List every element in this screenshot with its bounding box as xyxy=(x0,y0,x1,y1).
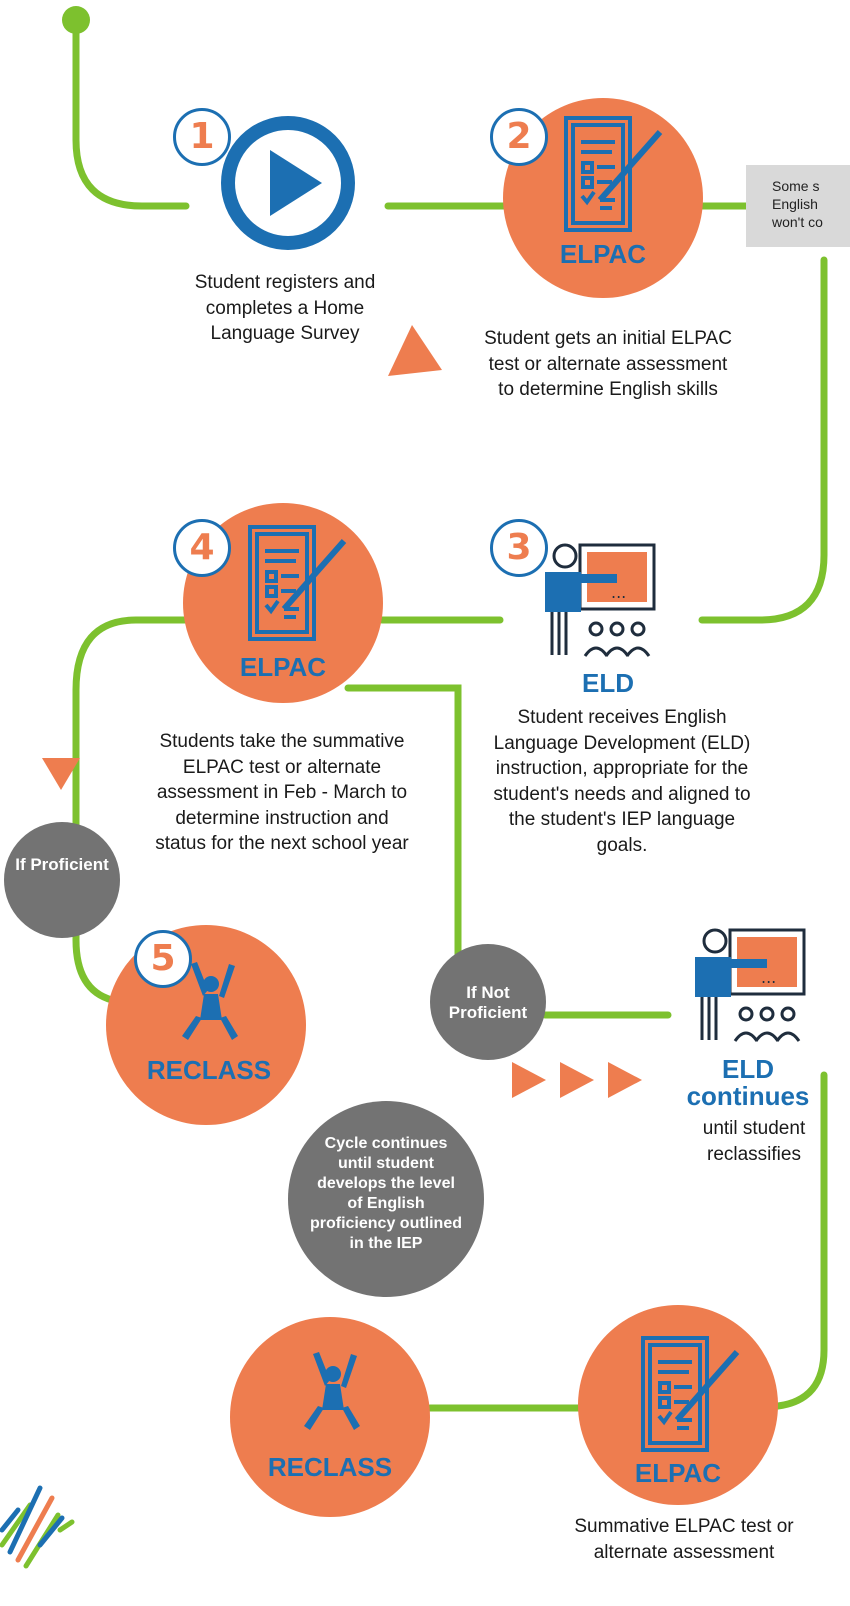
cycle-note: Cycle continues until student develops t… xyxy=(309,1135,462,1252)
jumping-person-icon xyxy=(304,1352,360,1430)
eld-continues-subtitle: until student reclassifies xyxy=(702,1118,806,1165)
play-icon xyxy=(221,116,355,250)
reclass-label-step5: RECLASS xyxy=(146,1055,272,1085)
logo xyxy=(0,1485,75,1569)
connector-lines xyxy=(72,20,828,1412)
not-proficient-label: If Not Proficient xyxy=(448,983,528,1022)
final-elpac-text: Summative ELPAC test or alternate assess… xyxy=(574,1516,794,1563)
elpac-label-final: ELPAC xyxy=(634,1458,722,1488)
arrow-icon xyxy=(388,325,442,376)
arrow-right-icon xyxy=(560,1062,594,1098)
connector-4-notproficient xyxy=(344,684,462,964)
test-document-icon xyxy=(564,116,663,232)
teacher-icon: ... xyxy=(545,543,656,657)
test-document-icon xyxy=(248,525,347,641)
not-proficient-circle xyxy=(430,944,546,1060)
arrow-right-icon xyxy=(512,1062,546,1098)
step-number-5: 5 xyxy=(134,930,192,988)
connector-note-3 xyxy=(698,256,828,624)
arrow-right-icon xyxy=(608,1062,642,1098)
cycle-circle xyxy=(288,1101,484,1297)
reclass-label-final: RECLASS xyxy=(267,1452,393,1482)
jumping-person-icon xyxy=(182,962,238,1040)
connector-4-left xyxy=(72,616,190,1004)
test-document-icon xyxy=(641,1336,740,1452)
side-note-text: Some s English won't co xyxy=(772,178,823,230)
arrow-down-icon xyxy=(42,758,80,790)
proficient-circle xyxy=(4,822,120,938)
eld-continues-title: ELD continues xyxy=(686,1054,810,1111)
step1-text: Student registers and completes a Home L… xyxy=(194,272,376,344)
teacher-icon: ... xyxy=(695,928,806,1042)
step4-text: Students take the summative ELPAC test o… xyxy=(155,731,409,854)
start-dot xyxy=(62,6,90,34)
step-number-2: 2 xyxy=(490,108,548,166)
step-number-3: 3 xyxy=(490,519,548,577)
side-note: Some s English won't co xyxy=(746,165,850,247)
connector-eld-final xyxy=(774,1071,828,1410)
circle-final-elpac xyxy=(578,1305,778,1505)
connector-start xyxy=(72,20,190,210)
elpac-label-step2: ELPAC xyxy=(559,239,647,269)
step2-text: Student gets an initial ELPAC test or al… xyxy=(484,328,732,400)
step3-text: Student receives English Language Develo… xyxy=(493,707,751,856)
proficient-label: If Proficient xyxy=(15,855,109,874)
step-number-1: 1 xyxy=(173,108,231,166)
step-number-4: 4 xyxy=(173,519,231,577)
svg-text:...: ... xyxy=(611,583,626,602)
svg-text:...: ... xyxy=(761,968,776,987)
circle-final-reclass xyxy=(230,1317,430,1517)
elpac-label-step4: ELPAC xyxy=(239,652,327,682)
eld-label: ELD xyxy=(582,668,634,698)
